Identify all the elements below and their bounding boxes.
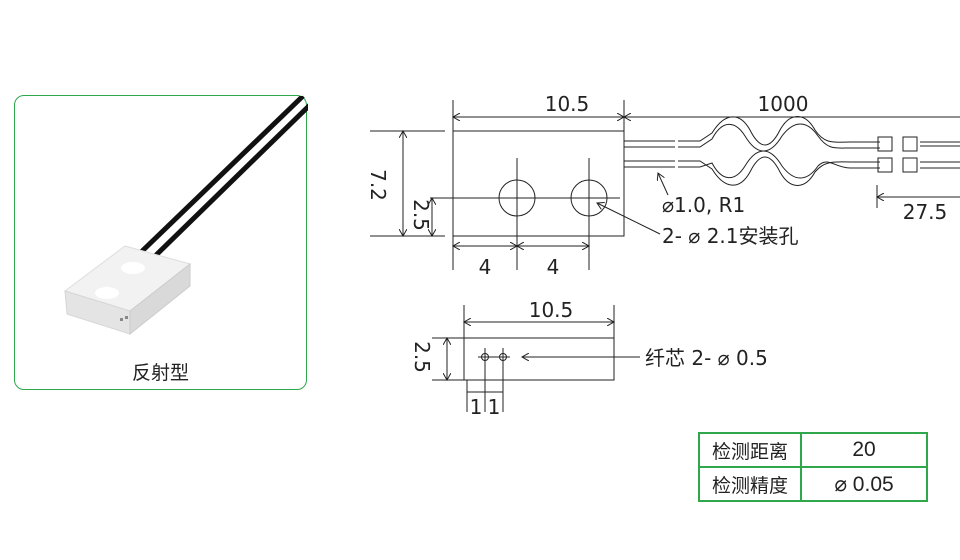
connector-dim: 27.5 bbox=[903, 200, 948, 224]
hole-offset-dim: 2.5 bbox=[409, 199, 433, 231]
core-note: 纤芯 2- ⌀ 0.5 bbox=[645, 346, 768, 370]
height-dim: 7.2 bbox=[366, 169, 390, 201]
connector bbox=[902, 157, 918, 173]
hole-note: 2- ⌀ 2.1安装孔 bbox=[662, 224, 799, 248]
hole-spacing-dim: 4 bbox=[479, 255, 492, 279]
product-type-label: 反射型 bbox=[131, 363, 189, 384]
top-view bbox=[370, 100, 960, 270]
side-height-dim: 2.5 bbox=[410, 341, 434, 373]
side-width-dim: 10.5 bbox=[529, 298, 574, 322]
side-view bbox=[432, 305, 640, 412]
core-spacing-dim: 1 bbox=[470, 395, 483, 419]
hole-spacing-dim: 4 bbox=[547, 255, 560, 279]
spec-value: ⌀ 0.05 bbox=[800, 466, 929, 502]
connector bbox=[877, 136, 893, 152]
fiber-cables bbox=[624, 116, 960, 186]
cable-length-dim: 1000 bbox=[758, 92, 809, 116]
spec-label: 检测精度 bbox=[697, 466, 803, 502]
core-spacing-dim: 1 bbox=[488, 395, 501, 419]
table-row: 检测精度 ⌀ 0.05 bbox=[697, 466, 929, 502]
fiber-note: ⌀1.0, R1 bbox=[662, 193, 745, 217]
connector bbox=[877, 157, 893, 173]
product-photo bbox=[63, 94, 317, 336]
product-card: 反射型 bbox=[14, 94, 317, 390]
spec-value: 20 bbox=[800, 432, 929, 468]
spec-label: 检测距离 bbox=[697, 432, 803, 468]
spec-table: 检测距离 20 检测精度 ⌀ 0.05 bbox=[697, 432, 929, 502]
connector bbox=[902, 136, 918, 152]
table-row: 检测距离 20 bbox=[697, 432, 929, 468]
width-dim: 10.5 bbox=[545, 92, 590, 116]
